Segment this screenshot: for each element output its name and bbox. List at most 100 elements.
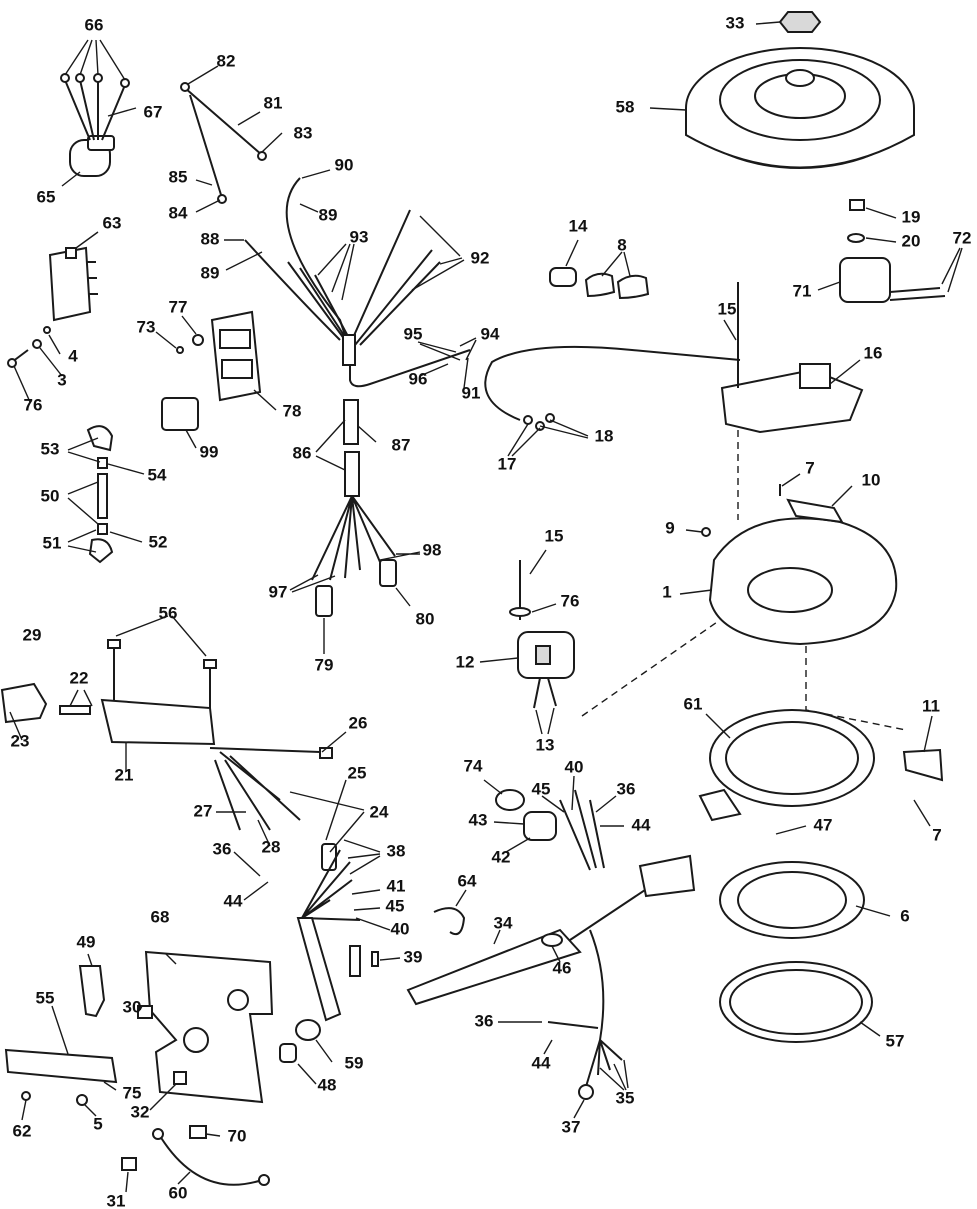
callout-34: 34 — [494, 913, 513, 932]
callout-42: 42 — [492, 847, 511, 866]
callout-43: 43 — [469, 810, 488, 829]
callout-90: 90 — [335, 155, 354, 174]
callout-77: 77 — [169, 297, 188, 316]
callout-71: 71 — [793, 281, 812, 300]
callout-6: 6 — [900, 906, 909, 925]
ignition-coil-part — [509, 560, 575, 709]
callout-8: 8 — [617, 235, 626, 254]
callout-5: 5 — [93, 1114, 102, 1133]
stator-plate-part — [701, 484, 898, 646]
callout-26: 26 — [349, 713, 368, 732]
callout-73: 73 — [137, 317, 156, 336]
callout-78: 78 — [283, 401, 302, 420]
callout-28: 28 — [262, 837, 281, 856]
power-pack-part — [0, 639, 337, 871]
callout-24: 24 — [370, 802, 389, 821]
clamp-part — [433, 907, 466, 936]
callout-72: 72 — [953, 228, 972, 247]
callout-14: 14 — [569, 216, 588, 235]
callout-61: 61 — [684, 694, 703, 713]
battery-harness-part — [406, 789, 696, 1100]
relay-part — [161, 397, 199, 431]
callout-89b: 89 — [201, 263, 220, 282]
callout-83: 83 — [294, 123, 313, 142]
callout-54: 54 — [148, 465, 167, 484]
callout-45: 45 — [386, 896, 405, 915]
callout-labels: 66 67 65 82 81 83 85 84 90 89 88 89 93 9… — [11, 13, 972, 1209]
callout-38: 38 — [387, 841, 406, 860]
ground-cable-part — [121, 1128, 270, 1186]
callout-40: 40 — [391, 919, 410, 938]
callout-48: 48 — [318, 1075, 337, 1094]
callout-82: 82 — [217, 51, 236, 70]
callout-99: 99 — [200, 442, 219, 461]
callout-76: 76 — [24, 395, 43, 414]
charge-coil-part — [839, 199, 946, 303]
timer-base-part — [720, 282, 864, 434]
callout-40b: 40 — [565, 757, 584, 776]
callout-59: 59 — [345, 1053, 364, 1072]
callout-44: 44 — [224, 891, 243, 910]
flywheel-part — [685, 11, 915, 169]
callout-36: 36 — [213, 839, 232, 858]
callout-91: 91 — [462, 383, 481, 402]
callout-16: 16 — [864, 343, 883, 362]
callout-97: 97 — [269, 582, 288, 601]
callout-53: 53 — [41, 439, 60, 458]
callout-31: 31 — [107, 1191, 126, 1209]
connector-sleeve-part — [549, 267, 650, 300]
callout-76b: 76 — [561, 591, 580, 610]
callout-32: 32 — [131, 1102, 150, 1121]
callout-46: 46 — [553, 958, 572, 977]
callout-92: 92 — [471, 248, 490, 267]
callout-20: 20 — [902, 231, 921, 250]
callout-50: 50 — [41, 486, 60, 505]
callout-17: 17 — [498, 454, 517, 473]
callout-63: 63 — [103, 213, 122, 232]
callout-84: 84 — [169, 203, 188, 222]
leader-lines — [9, 21, 963, 1193]
callout-7b: 7 — [932, 825, 941, 844]
callout-55: 55 — [36, 988, 55, 1007]
alignment-lines — [581, 430, 907, 731]
callout-15b: 15 — [545, 526, 564, 545]
callout-74: 74 — [464, 756, 483, 775]
callout-93: 93 — [350, 227, 369, 246]
sub-harness-part — [296, 849, 379, 1022]
callout-80: 80 — [416, 609, 435, 628]
strip-bracket-part — [78, 965, 106, 1018]
callout-94: 94 — [481, 324, 500, 343]
callout-75: 75 — [123, 1083, 142, 1102]
clip-part — [902, 748, 944, 782]
retainer-ring-part — [719, 861, 873, 1043]
callout-7: 7 — [805, 458, 814, 477]
callout-96: 96 — [409, 369, 428, 388]
callout-57: 57 — [886, 1031, 905, 1050]
link-rod-part — [180, 82, 267, 204]
callout-37: 37 — [562, 1117, 581, 1136]
callout-49: 49 — [77, 932, 96, 951]
callout-56: 56 — [159, 603, 178, 622]
callout-11: 11 — [922, 696, 940, 715]
rectifier-part — [48, 246, 98, 322]
callout-44c: 44 — [532, 1053, 551, 1072]
callout-39: 39 — [404, 947, 423, 966]
wire-harness-part — [244, 177, 471, 617]
callout-29: 29 — [23, 625, 42, 644]
callout-64: 64 — [458, 871, 477, 890]
callout-86: 86 — [293, 443, 312, 462]
callout-25: 25 — [348, 763, 367, 782]
callout-81: 81 — [264, 93, 283, 112]
terminal-block-part — [176, 310, 262, 402]
callout-67: 67 — [144, 102, 163, 121]
callout-30: 30 — [123, 997, 142, 1016]
callout-9: 9 — [665, 518, 674, 537]
callout-3: 3 — [57, 370, 66, 389]
callout-36c: 36 — [475, 1011, 494, 1030]
callout-70: 70 — [228, 1126, 247, 1145]
callout-87: 87 — [392, 435, 411, 454]
callout-88: 88 — [201, 229, 220, 248]
screw-washer-part — [7, 326, 51, 368]
callout-79: 79 — [315, 655, 334, 674]
